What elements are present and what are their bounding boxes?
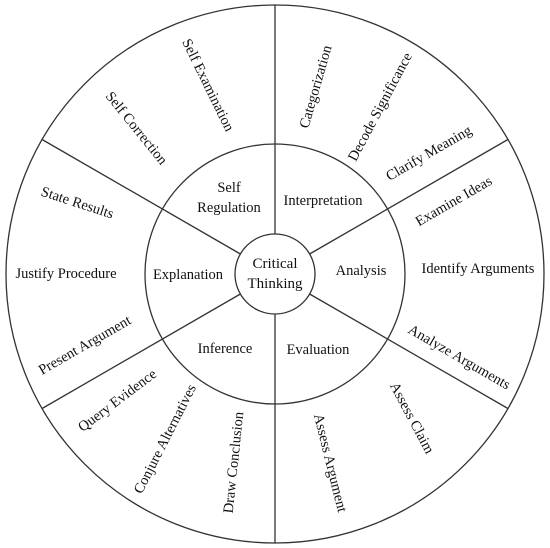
skill-self-regulation-line2: Regulation: [197, 200, 261, 216]
subskill-self-correction: Self Correction: [102, 89, 171, 169]
spoke-lower-left: [41, 293, 241, 410]
skill-self-regulation-line1: Self: [217, 180, 241, 196]
skill-evaluation: Evaluation: [287, 342, 351, 358]
subskill-decode-significance: Decode Significance: [345, 50, 416, 164]
subskill-assess-argument: Assess Argument: [310, 412, 350, 514]
skill-inference: Inference: [198, 341, 253, 357]
subskill-justify-procedure: Justify Procedure: [15, 266, 116, 282]
skill-analysis: Analysis: [336, 263, 387, 279]
spoke-upper-right: [309, 138, 509, 255]
subskill-identify-arguments: Identify Arguments: [422, 261, 535, 277]
subskill-state-results: State Results: [39, 184, 116, 223]
subskill-categorization: Categorization: [297, 43, 336, 130]
spoke-upper-left: [41, 138, 241, 255]
center-label-line2: Thinking: [248, 276, 303, 292]
skill-interpretation: Interpretation: [284, 193, 364, 209]
subskill-present-argument: Present Argument: [36, 313, 134, 379]
skill-explanation: Explanation: [153, 267, 224, 283]
center-label-line1: Critical: [253, 256, 298, 272]
subskill-clarify-meaning: Clarify Meaning: [383, 123, 474, 185]
subskill-self-examination: Self Examination: [178, 36, 237, 135]
subskill-examine-ideas: Examine Ideas: [413, 173, 496, 230]
subskill-query-evidence: Query Evidence: [75, 366, 160, 435]
subskill-draw-conclusion: Draw Conclusion: [221, 410, 248, 514]
spoke-lines: [41, 5, 509, 543]
spoke-lower-right: [309, 293, 509, 410]
inner-ring: [234, 233, 316, 315]
subskill-analyze-arguments: Analyze Arguments: [405, 322, 513, 394]
subskill-assess-claim: Assess Claim: [386, 380, 437, 458]
subskill-conjure-alternatives: Conjure Alternatives: [131, 382, 200, 497]
